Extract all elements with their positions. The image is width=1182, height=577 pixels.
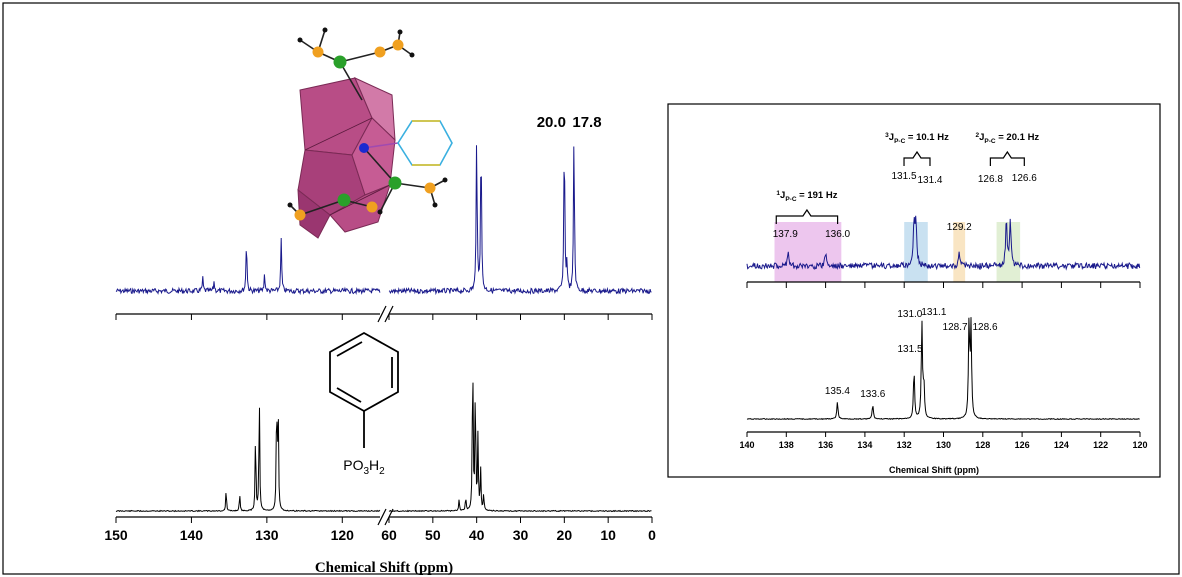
- peak-label: 131.0: [897, 309, 922, 320]
- highlight-band: [774, 222, 842, 282]
- nitrogen-atom: [359, 143, 369, 153]
- axis-break-mark: [377, 508, 387, 526]
- peak-label: 131.1: [921, 307, 946, 318]
- x-tick-label: 120: [1132, 440, 1147, 450]
- spectrum-trace: [115, 407, 381, 513]
- peak-label: 133.6: [860, 389, 885, 400]
- peak-label: 17.8: [572, 114, 601, 131]
- x-tick-label: 134: [857, 440, 872, 450]
- x-tick-label: 138: [779, 440, 794, 450]
- x-tick-label: 50: [425, 527, 441, 543]
- peak-label: 20.0: [537, 114, 566, 131]
- x-tick-label: 130: [936, 440, 951, 450]
- x-tick-label: 140: [739, 440, 754, 450]
- phenyl-ligand: [363, 120, 453, 166]
- x-tick-label: 120: [331, 527, 355, 543]
- peak-label: 137.9: [773, 229, 798, 240]
- bottom-left-spectrum: 150 140 130 120 60 50 40 30 20 10 0: [104, 382, 656, 543]
- x-tick-label: 128: [975, 440, 990, 450]
- phosphorus-atom: [294, 209, 306, 221]
- phosphorus-atom: [424, 182, 436, 194]
- spectrum-trace: [388, 382, 652, 513]
- x-tick-label: 20: [557, 527, 573, 543]
- main-x-axis-label: Chemical Shift (ppm): [315, 560, 453, 576]
- x-tick-label: 126: [1015, 440, 1030, 450]
- peak-label: 131.5: [898, 344, 923, 355]
- peak-label: 126.8: [978, 174, 1003, 185]
- spectrum-trace: [746, 215, 1141, 271]
- x-tick-label: 150: [104, 527, 128, 543]
- coupling-bracket: [775, 208, 839, 224]
- axis-break-mark: [377, 305, 387, 323]
- phosphorus-atom: [312, 46, 324, 58]
- axis-break-mark: [384, 508, 394, 526]
- peak-label: 131.5: [892, 171, 917, 182]
- inset-frame: [667, 103, 1161, 478]
- x-tick-label: 132: [897, 440, 912, 450]
- peak-label: 136.0: [825, 229, 850, 240]
- tungsten-atom: [337, 193, 351, 207]
- coupling-label: 2JP-C = 20.1 Hz: [975, 132, 1039, 145]
- polyhedra: [297, 77, 396, 239]
- x-tick-label: 10: [600, 527, 616, 543]
- peak-label: 129.2: [947, 222, 972, 233]
- peak-label: 128.6: [972, 322, 997, 333]
- x-tick-label: 0: [648, 527, 656, 543]
- x-tick-label: 122: [1093, 440, 1108, 450]
- x-tick-label: 130: [255, 527, 279, 543]
- highlight-band: [996, 222, 1021, 282]
- highlight-band: [904, 222, 928, 282]
- spectrum-trace: [388, 145, 652, 296]
- coupling-bracket: [903, 150, 931, 166]
- x-tick-label: 136: [818, 440, 833, 450]
- phosphorus-atom: [374, 46, 386, 58]
- x-tick-label: 60: [381, 527, 397, 543]
- axis-break-mark: [384, 305, 394, 323]
- spectrum-trace: [115, 237, 381, 296]
- coupling-bracket: [989, 150, 1025, 166]
- x-tick-label: 124: [1054, 440, 1069, 450]
- phosphorus-atom: [392, 39, 404, 51]
- coupling-label: 1JP-C = 191 Hz: [776, 190, 837, 203]
- x-tick-label: 30: [513, 527, 529, 543]
- spectrum-trace: [746, 317, 1140, 421]
- coupling-label: 3JP-C = 10.1 Hz: [885, 132, 949, 145]
- tungsten-atom: [333, 55, 347, 69]
- x-tick-label: 40: [469, 527, 485, 543]
- inset-bottom-spectrum: 140 138 136 134 132 130 128 126 124 122 120 135.4 13…: [739, 307, 1147, 450]
- phosphorus-atom: [366, 201, 378, 213]
- polyoxometalate-structure: [287, 27, 453, 239]
- x-tick-label: 140: [180, 527, 204, 543]
- top-left-spectrum: 20.0 17.8: [115, 114, 653, 323]
- formula-label: PO3H2: [343, 457, 385, 477]
- peak-label: 131.4: [917, 175, 942, 186]
- peak-label: 126.6: [1012, 173, 1037, 184]
- peak-label: 135.4: [825, 386, 850, 397]
- inset-x-axis-label: Chemical Shift (ppm): [889, 465, 979, 475]
- phenylphosphonic-acid-structure: [329, 331, 399, 448]
- peak-label: 128.7: [943, 322, 968, 333]
- tungsten-atom: [388, 176, 402, 190]
